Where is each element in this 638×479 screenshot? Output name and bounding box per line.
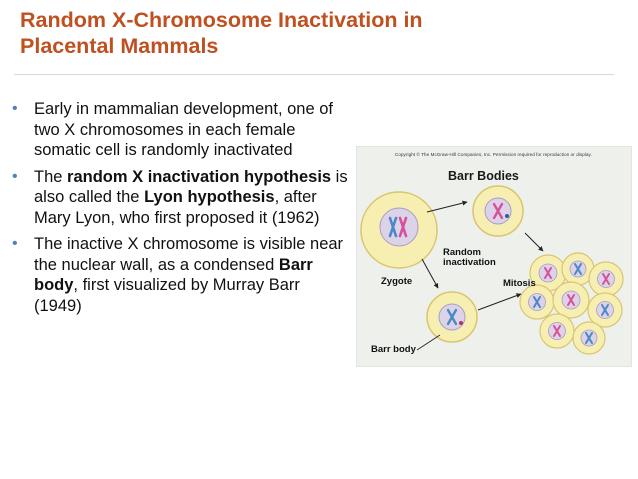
arrow-up-icon: [426, 200, 468, 213]
title-line-1: Random X-Chromosome Inactivation in: [20, 8, 423, 32]
daughter-cell: [552, 281, 590, 319]
bullet-3-bold-barr: Barr body: [34, 255, 313, 295]
bullet-item-1: • Early in mammalian development, one of…: [10, 99, 350, 161]
label-barr-body: Barr body: [371, 344, 416, 355]
slide-title: Random X-Chromosome Inactivation in Plac…: [20, 7, 540, 59]
bullet-2-post: , after Mary Lyon, who first proposed it…: [34, 188, 320, 227]
daughter-cell: [529, 254, 567, 292]
daughter-cell: [519, 284, 555, 320]
zygote-cell: [360, 191, 438, 269]
bullet-list: • Early in mammalian development, one of…: [10, 99, 350, 322]
label-random-line2: inactivation: [443, 257, 496, 268]
barr-bodies-diagram: [360, 185, 624, 355]
chromosome-pair-icon: [388, 216, 408, 238]
bullet-item-2: • The random X inactivation hypothesis i…: [10, 167, 350, 229]
label-zygote: Zygote: [381, 276, 413, 287]
figure-title: Barr Bodies: [448, 169, 519, 183]
arrow-down-icon: [421, 258, 439, 289]
barr-bodies-figure: Copyright © The McGraw-Hill Companies, I…: [356, 146, 632, 367]
bullet-2-bold-lyon: Lyon hypothesis: [144, 188, 275, 206]
daughter-cell-cluster: [519, 252, 624, 355]
barr-body-pointer: [416, 334, 441, 351]
daughter-cell: [587, 292, 623, 328]
bullet-2-mid: is also called the: [34, 167, 348, 207]
bullet-dot-icon: •: [12, 100, 18, 117]
bullet-3-pre: The inactive X chromosome is visible nea…: [34, 235, 344, 274]
bullet-dot-icon: •: [12, 235, 18, 252]
mitosis-arrow-bottom-icon: [477, 293, 522, 311]
bullet-3-post: , first visualized by Murray Barr (1949): [34, 276, 300, 315]
bullet-1-text: Early in mammalian development, one of t…: [34, 100, 333, 159]
daughter-cell: [572, 321, 606, 355]
cell-blue-active: [426, 291, 478, 343]
label-random-inactivation: Random inactivation: [443, 248, 496, 268]
cell-pink-active: [472, 185, 524, 237]
daughter-cell: [539, 313, 575, 349]
mitosis-arrow-top-icon: [524, 232, 544, 252]
label-random-line1: Random: [443, 247, 481, 258]
bullet-2-pre: The: [34, 167, 68, 186]
bullet-2-bold-term: random X inactivation hypothesis: [67, 167, 332, 186]
title-line-2: Placental Mammals: [20, 34, 219, 58]
label-mitosis: Mitosis: [503, 278, 536, 289]
copyright-notice: Copyright © The McGraw-Hill Companies, I…: [395, 152, 592, 157]
daughter-cell: [588, 261, 624, 297]
bullet-item-3: • The inactive X chromosome is visible n…: [10, 234, 350, 316]
title-divider: [14, 74, 614, 75]
bullet-dot-icon: •: [12, 167, 18, 185]
daughter-cell: [561, 252, 595, 286]
